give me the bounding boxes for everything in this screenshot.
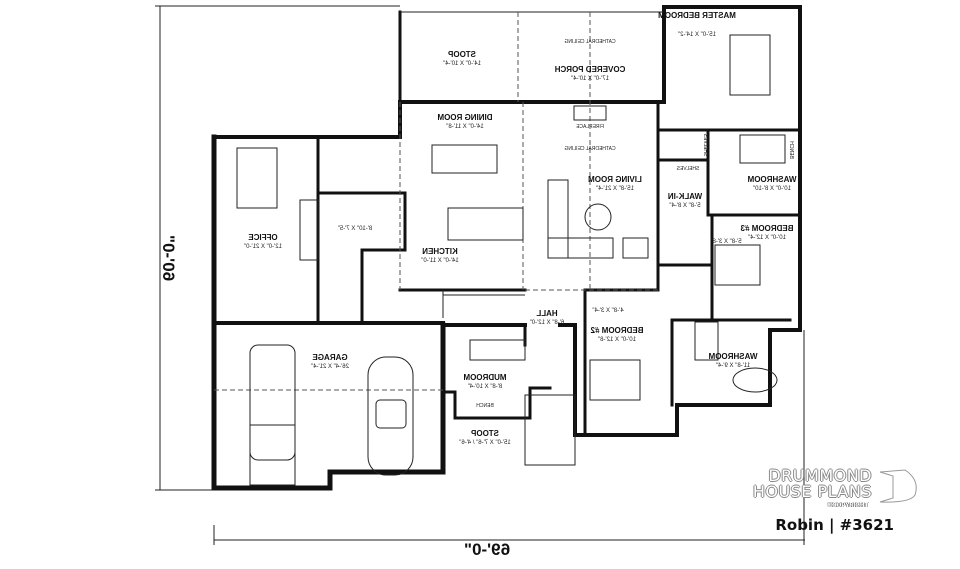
room-name: GARAGE	[312, 353, 348, 362]
coffee-table	[584, 203, 612, 231]
bench-note: BENCH	[476, 403, 494, 409]
room-size: 8'-8" X 10'-4"	[468, 384, 503, 390]
front-stoop	[524, 394, 576, 466]
room-size: 10'-0" X 12'-4"	[748, 235, 786, 241]
dimension-lines	[155, 5, 805, 545]
furniture	[236, 34, 786, 486]
room-size: 6'-8" X 12'-0"	[530, 320, 565, 326]
overall-width: 69'-0"	[464, 540, 510, 559]
cathedral-ceiling-note: CATHEDRAL CEILING	[564, 39, 615, 45]
closet-size: 8'-10" X 7'-5"	[338, 226, 373, 232]
room-size: 26'-4" X 21'-4"	[311, 364, 349, 370]
pickup-truck	[249, 344, 296, 461]
room-size: 15'-8" X 21'-4"	[596, 186, 634, 192]
armchair	[622, 237, 649, 259]
mudroom-bench	[469, 339, 526, 361]
closet-size: 4'-8" X 3'-4"	[592, 308, 623, 314]
room-name: WASHROOM	[747, 175, 796, 184]
plan-name: Robin | #3621	[775, 516, 894, 534]
closet-size: 5'-8" X 3'-8"	[710, 239, 741, 245]
walls	[211, 5, 802, 491]
sofa	[547, 179, 569, 259]
bench-note: BENCH	[788, 141, 794, 159]
room-name: LIVING ROOM	[588, 175, 642, 184]
room-name: BEDROOM #2	[590, 326, 643, 335]
room-name: OFFICE	[248, 233, 278, 242]
bedroom2-bed	[589, 359, 641, 401]
room-name: WALK-IN	[668, 192, 702, 201]
room-name: STOOP	[470, 429, 499, 438]
room-name: DINING ROOM	[437, 113, 492, 122]
shelves-note: SHELVES	[676, 166, 699, 172]
room-name: HALL	[536, 309, 557, 318]
cathedral-ceiling-note: CATHEDRAL CEILING	[564, 146, 615, 152]
room-size: 11'-8" X 9'-4"	[716, 363, 750, 369]
copyright: ©COPYRIGHT	[827, 503, 868, 509]
office-desk	[236, 147, 278, 209]
room-size: 15'-0" X 14'-2"	[678, 32, 716, 38]
brand-logo: DRUMMOND HOUSE PLANS	[753, 468, 872, 500]
dining-table	[431, 144, 498, 174]
fireplace-note: FIREPLACE	[575, 124, 603, 130]
room-size: 15'-0" X 7'-6" / 4'-6"	[459, 440, 511, 446]
overall-depth: 60'-0"	[159, 235, 178, 281]
master-bed	[729, 34, 771, 96]
room-name: MUDROOM	[463, 373, 506, 382]
fireplace	[573, 105, 607, 121]
shower-2	[694, 321, 719, 361]
room-labels: STOOP 14'-0" X 10'-4" COVERED PORCH 17'-0"…	[244, 11, 796, 446]
room-name: STOOP	[447, 50, 476, 59]
room-name: MASTER BEDROOM	[658, 11, 736, 20]
shower	[739, 134, 786, 164]
brand-line-2: HOUSE PLANS	[752, 482, 872, 501]
brand-line-1: DRUMMOND	[768, 466, 872, 485]
room-size: 14'-0" X 11'-0"	[421, 258, 458, 264]
room-size: 10'-0" X 8'-10"	[753, 186, 791, 192]
drummond-logo-icon	[879, 469, 917, 503]
bathtub	[732, 367, 778, 393]
room-size: 12'-0" X 21'-0"	[244, 244, 282, 250]
room-name: COVERED PORCH	[554, 65, 625, 74]
room-size: 14'-0" X 10'-4"	[443, 61, 481, 67]
ceiling-lines	[214, 12, 658, 391]
room-name: KITCHEN	[422, 247, 458, 256]
room-size: 14'-0" X 11'-8"	[446, 124, 483, 130]
room-name: WASHROOM	[708, 352, 757, 361]
shelves-note: SHELVES	[702, 133, 708, 156]
car	[367, 356, 414, 476]
room-size: 17'-0" X 10'-4"	[571, 76, 609, 82]
office-cabinet	[299, 199, 319, 261]
room-size: 5'-8" X 8'-4"	[669, 203, 700, 209]
room-name: BEDROOM #3	[740, 224, 793, 233]
bedroom3-bed	[714, 244, 761, 286]
room-size: 10'-0" X 12'-8"	[598, 337, 636, 343]
kitchen-island	[447, 207, 524, 241]
